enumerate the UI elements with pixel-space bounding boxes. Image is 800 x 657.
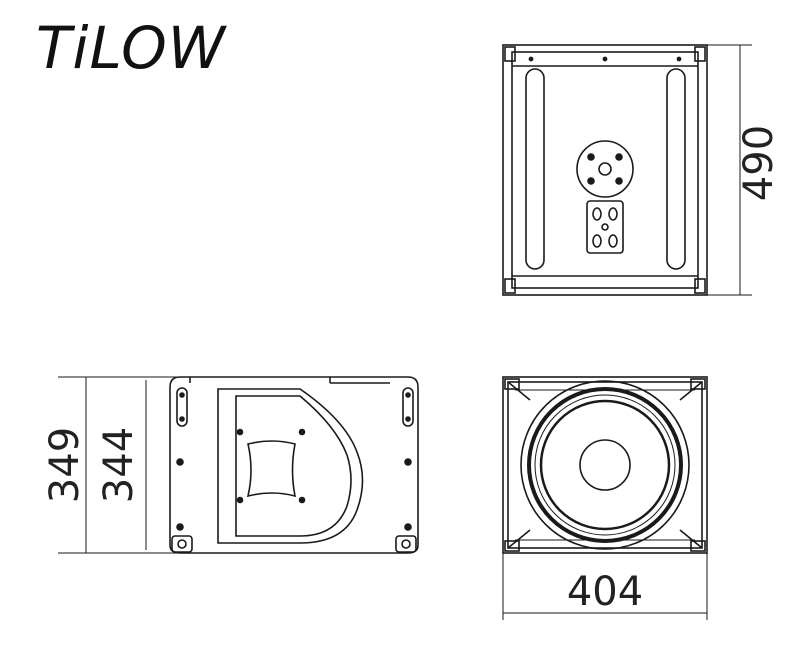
front-view <box>502 376 708 620</box>
dust-cap <box>579 439 631 491</box>
rigging-plate <box>586 200 624 254</box>
woofer-outer-ring <box>520 380 690 550</box>
side-view <box>58 376 419 554</box>
driver-port <box>246 440 297 498</box>
cabinet-side <box>169 376 419 554</box>
height-inner-label: 344 <box>96 427 142 503</box>
right-handle-slot <box>666 68 686 270</box>
left-handle-slot <box>525 68 545 270</box>
top-view <box>502 44 752 296</box>
pole-mount-icon <box>576 140 634 198</box>
width-label: 404 <box>567 569 643 615</box>
height-outer-label: 349 <box>42 427 88 503</box>
depth-label: 490 <box>736 125 782 201</box>
product-title: TiLOW <box>36 14 227 82</box>
